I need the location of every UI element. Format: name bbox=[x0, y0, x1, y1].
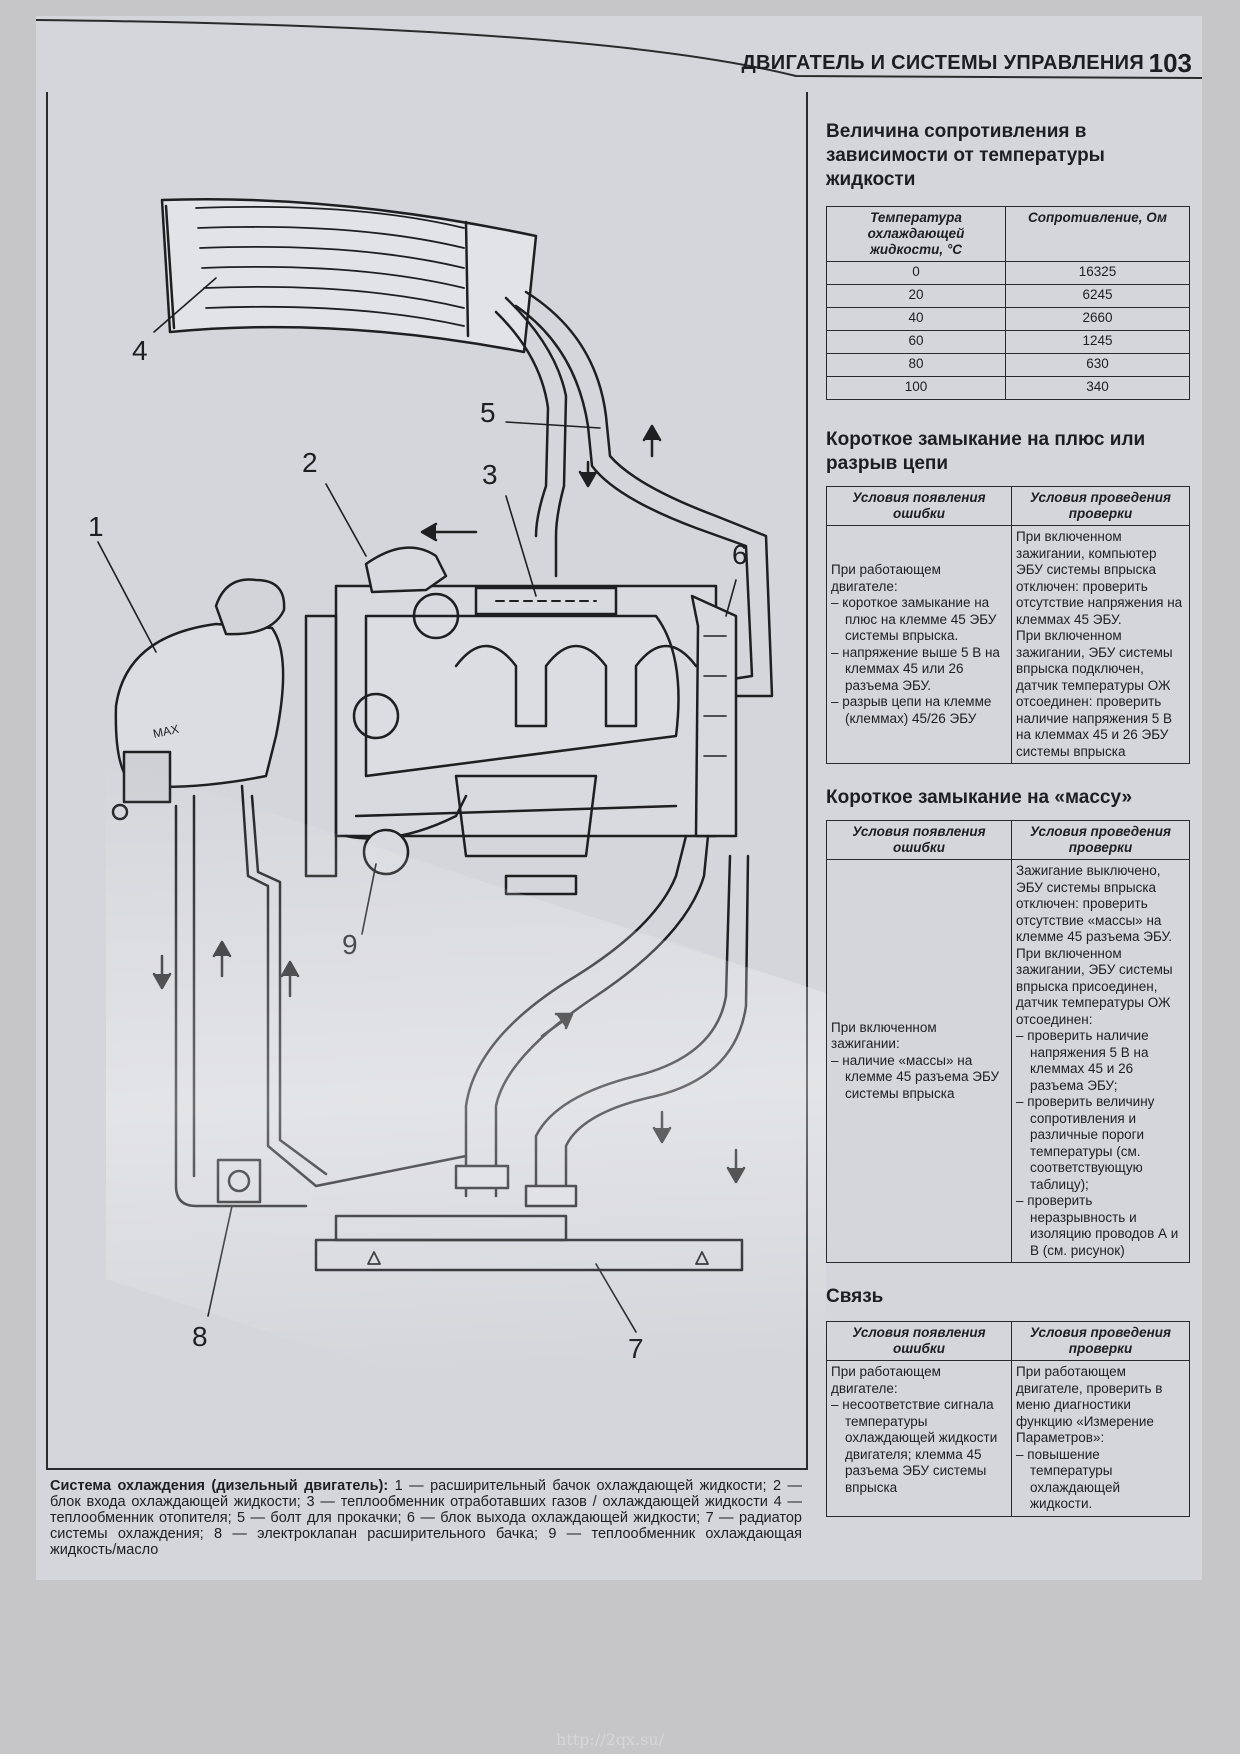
list-item: наличие «массы» на клемме 45 разъема ЭБУ… bbox=[831, 1053, 1007, 1103]
header-checks: Условия проведения проверки bbox=[1011, 486, 1190, 526]
header-resistance: Сопротивление, Ом bbox=[1005, 206, 1190, 262]
header-checks: Условия проведения проверки bbox=[1011, 820, 1190, 860]
list-item: разрыв цепи на клемме (клеммах) 45/26 ЭБ… bbox=[831, 694, 1007, 727]
header-rule bbox=[36, 19, 1202, 79]
check-paragraph: При работающем двигателе, проверить в ме… bbox=[1016, 1364, 1163, 1445]
cooling-system-diagram: MAX bbox=[88, 198, 774, 1364]
list-item: проверить наличие напряжения 5 В на клем… bbox=[1016, 1028, 1185, 1094]
leader-lines bbox=[97, 277, 737, 1333]
figure-frame bbox=[46, 92, 808, 1470]
figure-caption: Система охлаждения (дизельный двигатель)… bbox=[50, 1478, 802, 1558]
running-title: ДВИГАТЕЛЬ И СИСТЕМЫ УПРАВЛЕНИЯ bbox=[741, 52, 1144, 74]
short-ground-table: Условия появления ошибки Условия проведе… bbox=[826, 820, 1190, 1263]
callout-8: 8 bbox=[192, 1321, 208, 1352]
callout-4: 4 bbox=[132, 335, 148, 366]
radiator bbox=[314, 1214, 744, 1272]
temp-cell: 80 bbox=[826, 353, 1006, 377]
check-conditions-cell: При работающем двигателе, проверить в ме… bbox=[1011, 1360, 1190, 1517]
resistance-cell: 6245 bbox=[1005, 284, 1190, 308]
heater-core bbox=[160, 198, 538, 354]
flow-arrows bbox=[152, 424, 746, 1184]
list-item: напряжение выше 5 В на клеммах 45 или 26… bbox=[831, 645, 1007, 695]
header-temperature: Температура охлаждающей жидкости, °С bbox=[826, 206, 1006, 262]
resistance-cell: 1245 bbox=[1005, 330, 1190, 354]
error-conditions-cell: При включенном зажигании: наличие «массы… bbox=[826, 859, 1012, 1263]
header-checks: Условия проведения проверки bbox=[1011, 1321, 1190, 1361]
heater-inlet-pipe bbox=[524, 290, 774, 698]
temp-cell: 20 bbox=[826, 284, 1006, 308]
callout-7: 7 bbox=[628, 1333, 644, 1364]
short-ground-title: Короткое замыкание на «массу» bbox=[826, 787, 1133, 808]
caption-title: Система охлаждения (дизельный двигатель)… bbox=[50, 1478, 389, 1494]
check-conditions-cell: При включенном зажигании, компьютер ЭБУ … bbox=[1011, 525, 1190, 764]
tank-hose-left bbox=[174, 804, 308, 1208]
temp-cell: 60 bbox=[826, 330, 1006, 354]
callout-6: 6 bbox=[732, 539, 748, 570]
temp-cell: 40 bbox=[826, 307, 1006, 331]
callout-3: 3 bbox=[482, 459, 498, 490]
check-paragraph: При включенном зажигании, ЭБУ системы вп… bbox=[1016, 628, 1173, 759]
resistance-cell: 630 bbox=[1005, 353, 1190, 377]
tank-max-mark: MAX bbox=[152, 722, 180, 741]
tank-hose-right bbox=[240, 784, 468, 1188]
resistance-section-title: Величина сопротивления в зависимости от … bbox=[826, 121, 1105, 190]
error-conditions-cell: При работающем двигателе: несоответствие… bbox=[826, 1360, 1012, 1517]
check-paragraph: При включенном зажигании, компьютер ЭБУ … bbox=[1016, 529, 1183, 627]
check-conditions-cell: Зажигание выключено, ЭБУ системы впрыска… bbox=[1011, 859, 1190, 1263]
upper-radiator-hose bbox=[464, 834, 688, 1198]
expansion-tank: MAX bbox=[111, 578, 286, 821]
page-number: 103 bbox=[1148, 48, 1192, 78]
manual-page: ДВИГАТЕЛЬ И СИСТЕМЫ УПРАВЛЕНИЯ 103 bbox=[36, 16, 1202, 1580]
header-conditions: Условия появления ошибки bbox=[826, 820, 1012, 860]
callout-1: 1 bbox=[88, 511, 104, 542]
header-conditions: Условия появления ошибки bbox=[826, 486, 1012, 526]
short-plus-table: Условия появления ошибки Условия проведе… bbox=[826, 486, 1190, 764]
caption-text: 1 — расширительный бачок охлаждающей жид… bbox=[50, 1478, 802, 1558]
lower-radiator-hose bbox=[534, 854, 732, 1198]
short-plus-title: Короткое замыкание на плюс или разрыв це… bbox=[826, 429, 1146, 474]
conditions-intro: При работающем двигателе: bbox=[831, 1364, 941, 1396]
inlet-block bbox=[364, 546, 448, 594]
conditions-intro: При работающем двигателе: bbox=[831, 562, 941, 594]
list-item: несоответствие сигнала температуры охлаж… bbox=[831, 1397, 1007, 1496]
callout-2: 2 bbox=[302, 447, 318, 478]
conditions-intro: При включенном зажигании: bbox=[831, 1019, 937, 1052]
check-paragraph: Зажигание выключено, ЭБУ системы впрыска… bbox=[1016, 863, 1173, 944]
heater-outlet-pipe bbox=[504, 296, 568, 578]
resistance-cell: 16325 bbox=[1005, 261, 1190, 285]
right-column: Величина сопротивления в зависимости от … bbox=[826, 120, 1190, 1517]
heater-outlet-pipe-inner bbox=[494, 310, 550, 538]
resistance-cell: 340 bbox=[1005, 376, 1190, 400]
error-conditions-cell: При работающем двигателе: короткое замык… bbox=[826, 525, 1012, 764]
watermark-url: http://2qx.su/ bbox=[556, 1730, 665, 1749]
tank-valve bbox=[216, 1158, 262, 1204]
link-title: Связь bbox=[826, 1286, 884, 1307]
temp-cell: 100 bbox=[826, 376, 1006, 400]
list-item: проверить неразрывность и изоляцию прово… bbox=[1016, 1193, 1185, 1259]
header-conditions: Условия появления ошибки bbox=[826, 1321, 1012, 1361]
oil-cooler bbox=[362, 828, 410, 876]
check-paragraph: При включенном зажигании, ЭБУ системы вп… bbox=[1016, 945, 1173, 1027]
resistance-table: Температура охлаждающей жидкости, °С Соп… bbox=[826, 206, 1190, 400]
temp-cell: 0 bbox=[826, 261, 1006, 285]
list-item: повышение температуры охлаждающей жидкос… bbox=[1016, 1447, 1185, 1513]
heater-inlet-pipe-inner bbox=[514, 304, 754, 682]
list-item: короткое замыкание на плюс на клемме 45 … bbox=[831, 595, 1007, 645]
link-table: Условия появления ошибки Условия проведе… bbox=[826, 1321, 1190, 1517]
callout-9: 9 bbox=[342, 929, 358, 960]
callout-5: 5 bbox=[480, 397, 496, 428]
resistance-cell: 2660 bbox=[1005, 307, 1190, 331]
list-item: проверить величину сопротивления и разли… bbox=[1016, 1094, 1185, 1193]
